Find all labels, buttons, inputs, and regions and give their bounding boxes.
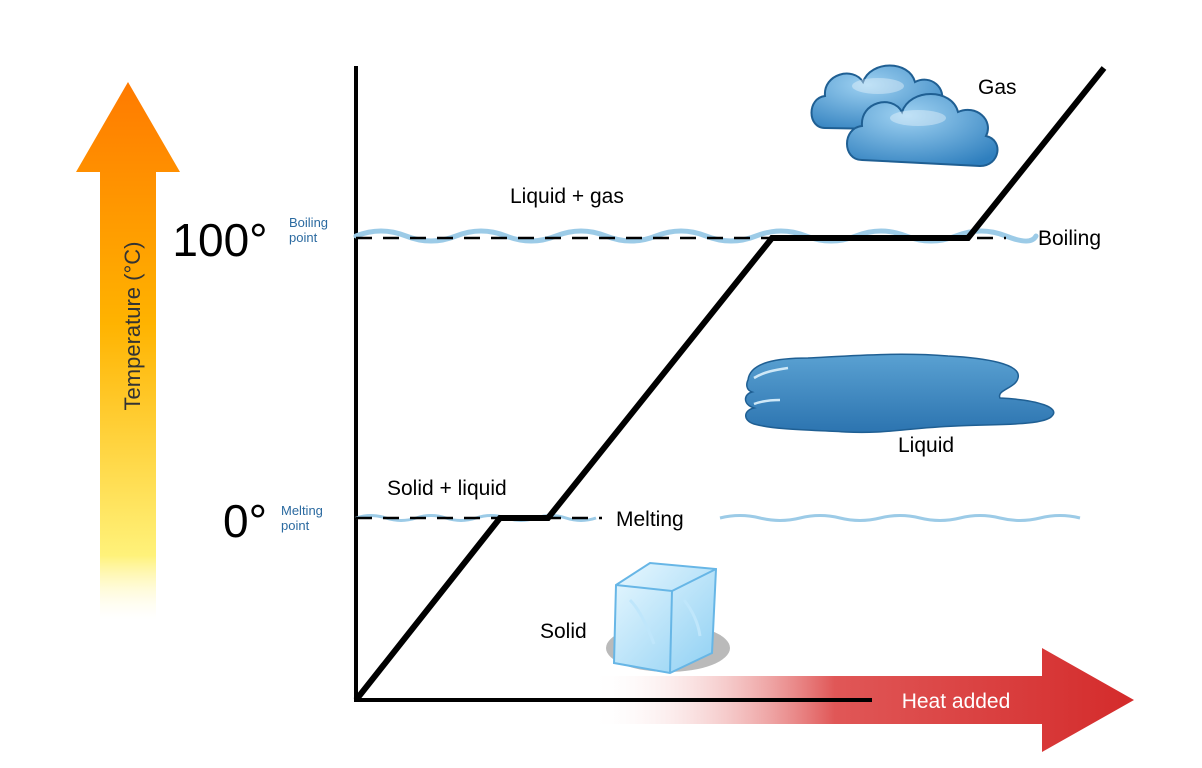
solid-liquid-label: Solid + liquid [387, 477, 507, 500]
boiling-point-label-line1: Boiling [289, 215, 328, 230]
solid-label: Solid [540, 620, 587, 643]
melting-point-label-line2: point [281, 518, 310, 533]
boiling-temperature-label: 100° [172, 214, 267, 266]
temperature-arrow-shape [76, 82, 180, 620]
melting-point-label-line1: Melting [281, 503, 323, 518]
melting-wave-right [719, 514, 1081, 522]
liquid-label: Liquid [898, 434, 954, 457]
heating-curve [353, 66, 1107, 702]
boiling-side-label: Boiling [1038, 227, 1101, 250]
melting-temperature-label: 0° [223, 495, 267, 547]
boiling-point-label-line2: point [289, 230, 318, 245]
cloud-icon [810, 64, 999, 168]
heat-axis-label: Heat added [902, 690, 1011, 713]
gas-label: Gas [978, 76, 1017, 99]
melting-side-label: Melting [616, 508, 684, 531]
temperature-axis-label: Temperature (°C) [120, 242, 145, 411]
water-puddle-icon [744, 353, 1055, 434]
temperature-arrow: Temperature (°C) [76, 82, 180, 620]
ice-cube-icon [606, 561, 730, 675]
liquid-gas-label: Liquid + gas [510, 185, 624, 208]
